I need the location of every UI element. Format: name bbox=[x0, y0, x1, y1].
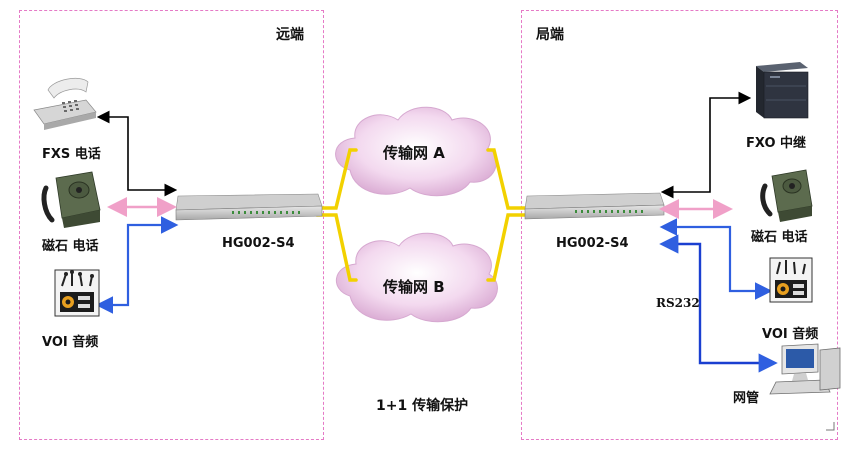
link-voi-remote bbox=[95, 216, 179, 314]
link-fxo-local bbox=[660, 91, 752, 199]
local-device-label: HG002-S4 bbox=[556, 236, 629, 251]
audio-equipment-icon bbox=[769, 257, 813, 303]
local-zone-title: 局端 bbox=[536, 27, 564, 43]
fiber-links bbox=[315, 148, 527, 282]
link-rs232-nms bbox=[659, 234, 778, 373]
remote-magneto-label: 磁石 电话 bbox=[42, 239, 99, 254]
management-pc-icon bbox=[769, 343, 841, 395]
audio-equipment-icon bbox=[54, 269, 100, 317]
desk-phone-icon bbox=[33, 78, 97, 130]
local-magneto-label: 磁石 电话 bbox=[751, 230, 808, 245]
network-a-label: 传输网 A bbox=[383, 144, 445, 162]
link-fxs-remote bbox=[96, 110, 178, 197]
local-device-hg002-s4 bbox=[524, 192, 665, 220]
remote-zone-title: 远端 bbox=[276, 27, 304, 43]
rs232-label: RS232 bbox=[656, 296, 700, 310]
remote-device-hg002-s4 bbox=[175, 193, 323, 221]
cloud-net-a bbox=[335, 106, 497, 197]
local-voi-label: VOI 音频 bbox=[762, 327, 819, 342]
fxs-phone-label: FXS 电话 bbox=[42, 147, 101, 162]
field-phone-icon bbox=[760, 169, 813, 222]
field-phone-icon bbox=[41, 171, 101, 228]
fxo-trunk-label: FXO 中继 bbox=[746, 136, 807, 151]
local-zone bbox=[521, 10, 838, 440]
protection-label: 1+1 传输保护 bbox=[376, 398, 469, 414]
network-b-label: 传输网 B bbox=[383, 278, 445, 296]
remote-device-label: HG002-S4 bbox=[222, 236, 295, 251]
corner-mark bbox=[826, 422, 835, 431]
remote-zone bbox=[19, 10, 324, 440]
cloud-net-b bbox=[335, 232, 498, 323]
pbx-cabinet-icon bbox=[756, 62, 809, 119]
remote-voi-label: VOI 音频 bbox=[42, 335, 99, 350]
nms-label: 网管 bbox=[733, 391, 760, 406]
